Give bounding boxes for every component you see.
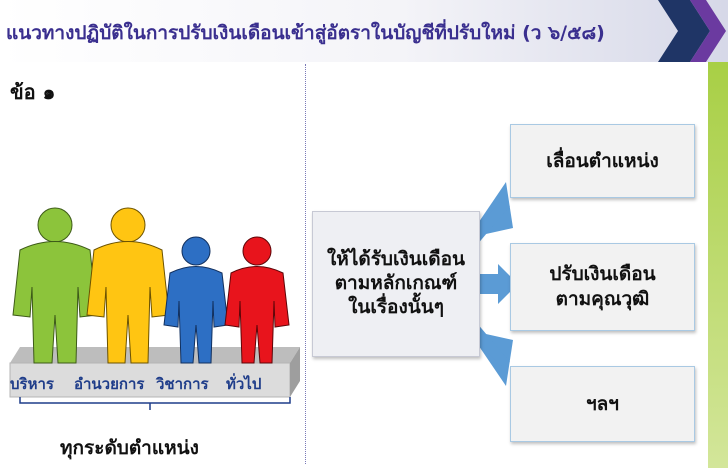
option-box-promotion: เลื่อนตำแหน่ง — [510, 124, 695, 198]
option-qualification-line-1: ปรับเงินเดือน — [549, 263, 656, 286]
option-qualification-line-2: ตามคุณวุฒิ — [555, 288, 650, 310]
vertical-divider — [305, 64, 306, 464]
header-bar: แนวทางปฏิบัติในการปรับเงินเดือนเข้าสู่อั… — [0, 0, 728, 62]
center-line-3: ในเรื่องนั้นๆ — [348, 295, 444, 318]
page-title: แนวทางปฏิบัติในการปรับเงินเดือนเข้าสู่อั… — [6, 22, 605, 44]
role-label-general: ทั่วไป — [226, 375, 262, 393]
all-levels-caption: ทุกระดับตำแหน่ง — [60, 437, 199, 459]
section-label: ข้อ ๑ — [10, 80, 56, 104]
center-line-1: ให้ได้รับเงินเดือน — [327, 248, 465, 271]
center-statement-box: ให้ได้รับเงินเดือน ตามหลักเกณฑ์ ในเรื่อง… — [312, 211, 480, 357]
person-blue — [163, 236, 229, 364]
person-red — [224, 236, 290, 364]
center-line-2: ตามหลักเกณฑ์ — [334, 272, 458, 295]
role-label-director: อำนวยการ — [74, 375, 145, 393]
person-green — [12, 207, 98, 364]
people-group-illustration — [9, 207, 300, 410]
chevron-right-icon — [658, 0, 726, 62]
person-yellow — [86, 207, 170, 364]
role-label-executive: บริหาร — [10, 375, 54, 393]
option-etc-label: ฯลฯ — [586, 392, 619, 415]
role-label-academic: วิชาการ — [156, 375, 209, 393]
option-box-etc: ฯลฯ — [510, 366, 695, 442]
option-box-qualification: ปรับเงินเดือน ตามคุณวุฒิ — [510, 243, 695, 331]
option-promotion-label: เลื่อนตำแหน่ง — [546, 149, 659, 172]
accent-side-bar — [708, 62, 728, 468]
